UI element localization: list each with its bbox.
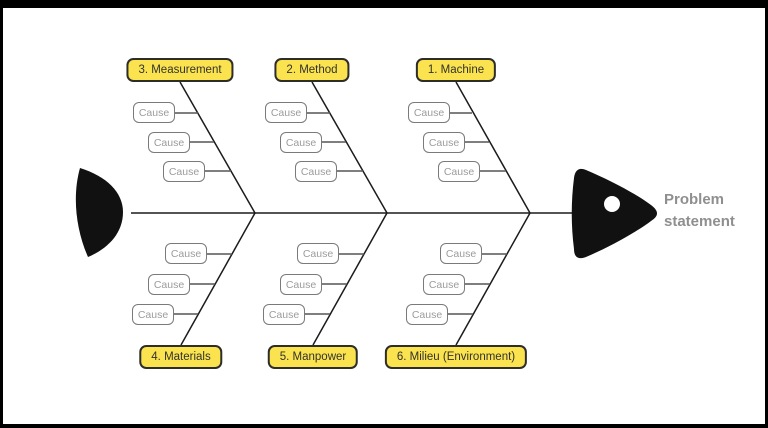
fish-tail-shape: [75, 168, 123, 257]
cause-box[interactable]: Cause: [265, 102, 307, 123]
category-box-machine[interactable]: 1. Machine: [415, 58, 497, 82]
cause-box[interactable]: Cause: [163, 161, 205, 182]
cause-box[interactable]: Cause: [440, 243, 482, 264]
cause-box[interactable]: Cause: [280, 132, 322, 153]
branch-line-materials: [180, 212, 256, 346]
category-box-materials[interactable]: 4. Materials: [139, 345, 223, 369]
category-box-method[interactable]: 2. Method: [274, 58, 350, 82]
cause-box[interactable]: Cause: [295, 161, 337, 182]
cause-box[interactable]: Cause: [280, 274, 322, 295]
cause-box[interactable]: Cause: [438, 161, 480, 182]
cause-box[interactable]: Cause: [148, 132, 190, 153]
problem-statement-label: Problem statement: [664, 191, 735, 230]
cause-box[interactable]: Cause: [297, 243, 339, 264]
cause-box[interactable]: Cause: [408, 102, 450, 123]
branch-line-manpower: [312, 212, 388, 346]
cause-box[interactable]: Cause: [263, 304, 305, 325]
branch-line-measurement: [179, 81, 256, 214]
fish-eye: [604, 196, 620, 212]
category-box-manpower[interactable]: 5. Manpower: [267, 345, 359, 369]
branch-line-milieu: [455, 212, 531, 346]
cause-box[interactable]: Cause: [148, 274, 190, 295]
cause-box[interactable]: Cause: [406, 304, 448, 325]
cause-box[interactable]: Cause: [132, 304, 174, 325]
branch-line-method: [311, 81, 388, 214]
fish-head-shape: [571, 168, 657, 259]
cause-box[interactable]: Cause: [423, 132, 465, 153]
cause-box[interactable]: Cause: [133, 102, 175, 123]
category-box-measurement[interactable]: 3. Measurement: [126, 58, 234, 82]
cause-box[interactable]: Cause: [165, 243, 207, 264]
cause-box[interactable]: Cause: [423, 274, 465, 295]
branch-line-machine: [455, 81, 531, 214]
category-box-milieu[interactable]: 6. Milieu (Environment): [384, 345, 528, 369]
